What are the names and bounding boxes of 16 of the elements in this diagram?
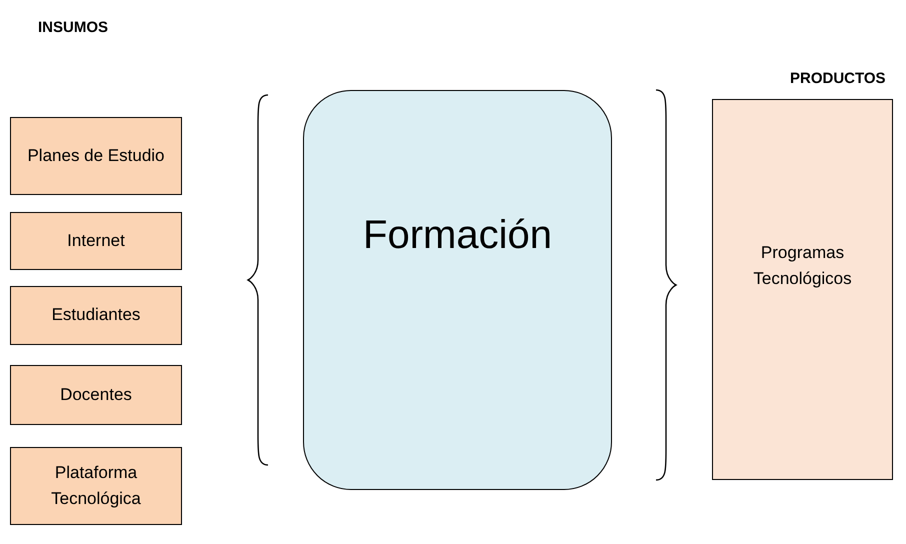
- process-box: [303, 90, 612, 490]
- box-text: Docentes: [60, 384, 132, 406]
- box-text: Programas Tecnológicos: [752, 242, 853, 290]
- box-text: Internet: [67, 230, 125, 252]
- box-text: Estudiantes: [52, 304, 140, 326]
- section-heading: PRODUCTOS: [790, 70, 886, 87]
- box-text: Planes de Estudio: [27, 144, 165, 167]
- section-heading: INSUMOS: [38, 19, 108, 36]
- item-box: [10, 447, 182, 525]
- box-text: Plataforma Tecnológica: [50, 462, 142, 510]
- item-box: [712, 99, 893, 480]
- item-box: [10, 117, 182, 195]
- item-box: [10, 212, 182, 270]
- box-text: Formación: [363, 212, 552, 259]
- item-box: [10, 365, 182, 425]
- item-box: [10, 286, 182, 345]
